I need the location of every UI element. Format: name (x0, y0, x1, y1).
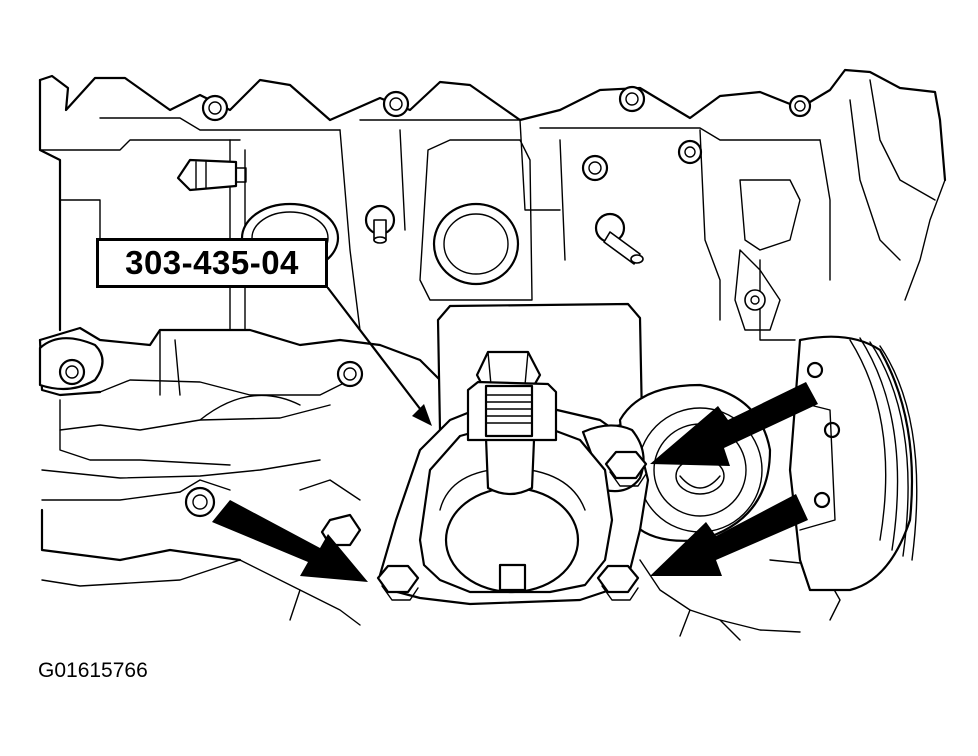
bolt-top-right (604, 450, 648, 487)
tool-label: 303-435-04 (96, 238, 328, 288)
right-component (734, 249, 781, 331)
lower-block (40, 479, 841, 641)
figure-id: G01615766 (38, 659, 148, 682)
tool-number-text: 303-435-04 (125, 244, 299, 281)
callout-leader (326, 286, 432, 426)
engine-block (38, 68, 947, 341)
lower-left-block (38, 326, 442, 501)
center-bore (419, 139, 533, 301)
special-tool-body (378, 350, 650, 606)
arrow-top-right (650, 382, 818, 466)
sensor-connector (176, 158, 247, 192)
arrow-bottom-left (212, 500, 368, 582)
top-bolts (201, 85, 812, 182)
bolt-bottom-left (376, 564, 420, 601)
bolt-bottom-right (596, 564, 640, 601)
arrow-bottom-right (650, 494, 808, 576)
crank-pulley (788, 335, 918, 592)
studs (364, 204, 644, 265)
